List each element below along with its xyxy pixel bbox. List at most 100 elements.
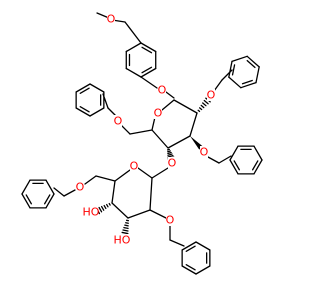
ring2-c4-stereo-hash <box>108 202 111 206</box>
ring2-c3-stereo-hash <box>121 231 129 235</box>
ring2-oxygen: O <box>130 160 139 173</box>
ring2-c3-hydroxyl-bg <box>114 234 130 246</box>
benzyl-c2-ring-double <box>246 59 256 69</box>
ring2-oxygen-bg <box>130 160 138 172</box>
benzyl-c2-ring-bond <box>255 66 260 84</box>
bond-layer <box>21 12 263 275</box>
benzyl-c3-ring-bond <box>229 159 239 175</box>
benzyl-ring2-c6-ring-bond <box>45 179 55 195</box>
ring2-c6-ch2-ph-bond <box>53 187 65 197</box>
benzyl-c3-ring-bond <box>253 159 263 175</box>
benzyl-c2-ring-bond <box>246 55 260 68</box>
benzyl-ring2-c6-ring-bond <box>21 193 31 209</box>
benzyl-c6-ring-bond <box>89 107 105 117</box>
ring2-c2-o-bond <box>149 209 167 219</box>
benzyl-c6-ring-bond <box>89 83 105 93</box>
anomeric-aryl-oxygen: O <box>158 84 167 97</box>
ring2-c4-hydroxyl-bg <box>83 206 99 218</box>
benzyl-ring2-c2-ring-bond <box>195 241 211 251</box>
ring2-c4-stereo-hash <box>103 204 107 210</box>
c3-benzyloxy-oxygen-bg <box>200 146 208 158</box>
ring1-c3-c2 <box>189 112 198 137</box>
benzyl-ring2-c2-ring-bond <box>181 265 197 275</box>
benzyl-c6-ring-bond <box>75 83 91 93</box>
glycosidic-oxygen-bg <box>168 157 176 169</box>
c6-benzyloxy-oxygen: O <box>114 115 123 128</box>
ring2-c4-stereo-hash <box>106 203 109 208</box>
ring2-c4-stereo-hash <box>100 205 105 211</box>
ring1-c2-c1 <box>173 99 198 114</box>
methoxyphenyl-ring-bond <box>140 67 157 78</box>
ring2-c3-c2 <box>127 209 151 219</box>
ring2-c6-bond <box>95 175 116 182</box>
benzyl-c2-ring-bond <box>240 81 257 89</box>
ring2-c6-o-bond <box>84 175 97 185</box>
ring2-c6-oxygen-bg <box>76 181 84 193</box>
benzyl-c6-ring-double <box>79 106 90 113</box>
ring2-c5-c4 <box>111 180 116 204</box>
ring1-c4-stereo-hash <box>167 151 172 155</box>
ring1-c2-stereo-hash <box>202 102 207 107</box>
c3-ch2-ph-bond <box>218 155 232 164</box>
ring1-c2-stereo-hash <box>200 104 205 109</box>
glycosidic-oxygen: O <box>168 157 177 170</box>
ring1-c3-stereo <box>190 136 203 150</box>
aryl-o-bond <box>140 76 158 89</box>
ring2-c3-hydroxyl: HO <box>114 234 131 247</box>
benzyl-ring2-c6-ring-bond <box>45 193 55 209</box>
ring1-oxygen: O <box>154 107 163 120</box>
c6-och2-bond <box>107 107 117 117</box>
methoxyphenyl-ring-bond <box>140 42 157 53</box>
benzyl-ring2-c6-ring-double <box>44 194 51 205</box>
ring2-c4-c3 <box>111 202 129 219</box>
ring2-c2-c1 <box>149 177 153 211</box>
ring1-c5-c4 <box>151 129 169 149</box>
ring2-c4-stereo-hash <box>98 206 103 213</box>
methoxyphenyl-ring-double <box>141 66 153 74</box>
ring1-c2-stereo-hash <box>197 109 201 113</box>
benzyl-c2-ring-bond <box>228 60 233 78</box>
benzyl-c2-ring-double <box>241 79 253 85</box>
methoxy-aryl-bond <box>124 21 142 44</box>
ring1-c4-c3 <box>167 135 191 149</box>
benzyl-ring2-c2-ring-bond <box>181 241 197 251</box>
c2-benzyloxy-oxygen-bg <box>207 89 215 101</box>
ring2-c6-oxygen: O <box>76 181 85 194</box>
benzyl-ring2-c6-ring-bond <box>21 179 31 195</box>
benzyl-c3-ring-bond <box>229 145 239 161</box>
ring1-c4-stereo-hash <box>167 153 173 156</box>
ring1-c2-stereo-hash <box>199 107 203 111</box>
benzyl-c3-ring-double <box>233 160 240 171</box>
ring2-c2-benzyloxy-oxygen: O <box>166 214 175 227</box>
methoxy-oxygen: O <box>107 13 116 26</box>
ring1-c4-stereo-hash <box>167 154 174 158</box>
c2-benzyloxy-oxygen: O <box>207 89 216 102</box>
c2-och2-bond <box>213 79 223 92</box>
methoxyphenyl-ring-bond <box>125 67 142 78</box>
methoxyphenyl-ring-bond <box>125 42 142 53</box>
benzyl-c2-ring-bond <box>228 76 242 89</box>
benzyl-c2-ring-double <box>231 64 236 76</box>
benzyl-ring2-c2-ring-double <box>185 245 196 252</box>
benzyl-ring2-c2-ring-double <box>185 264 196 271</box>
anomeric-aryl-oxygen-bg <box>158 84 166 96</box>
ring2-c3-stereo-hash <box>125 222 129 224</box>
benzyl-c6-ring-double <box>79 87 90 94</box>
ring2-c3-stereo-hash <box>123 226 129 230</box>
ring2-o5-c5 <box>114 169 131 182</box>
ring2-c4-hydroxyl: HO <box>83 206 100 219</box>
benzyl-c3-ring-bond <box>253 145 263 161</box>
ring1-c2-stereo-hash <box>203 99 209 105</box>
anomeric-bond <box>165 91 175 99</box>
ring1-o5-c5 <box>151 116 156 131</box>
ring1-c4-stereo-hash <box>167 150 171 153</box>
benzyl-c3-ring-double <box>252 160 259 171</box>
c6-benzyloxy-oxygen-bg <box>114 115 122 127</box>
benzyl-ring2-c2-ring-bond <box>195 265 211 275</box>
ring2-c6-och2-bond <box>63 189 76 197</box>
ring2-c3-stereo-hash <box>122 229 129 232</box>
ring1-oxygen-bg <box>154 107 162 119</box>
stereo-wedge-layer <box>95 97 211 235</box>
